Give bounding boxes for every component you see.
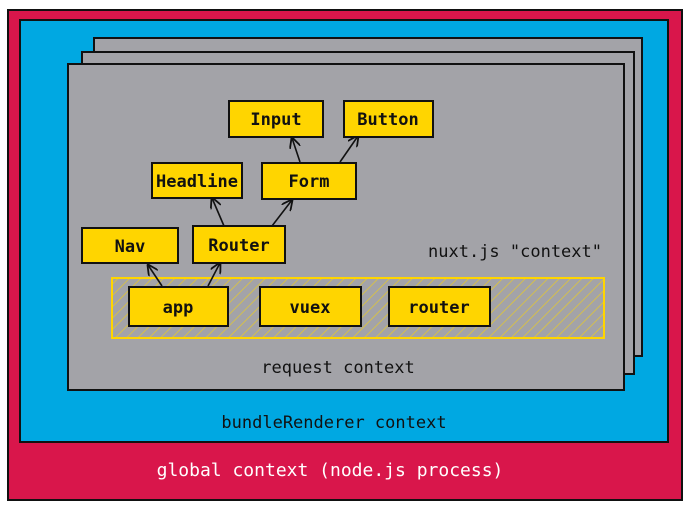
arrow-form-to-button — [339, 136, 358, 163]
node-button: Button — [343, 100, 434, 138]
arrow-router-to-headline — [212, 198, 225, 227]
node-form-label: Form — [289, 172, 330, 192]
node-headline-label: Headline — [156, 172, 238, 192]
arrow-router-to-form — [271, 200, 292, 227]
arrow-app-to-router — [207, 263, 220, 287]
arrow-form-to-input — [292, 138, 301, 163]
node-nav-label: Nav — [115, 237, 146, 257]
bundle-renderer-context-label: bundleRenderer context — [221, 413, 446, 433]
node-form: Form — [261, 162, 357, 200]
connection-arrows — [148, 136, 358, 287]
request-context-label: request context — [261, 358, 415, 378]
node-app: app — [128, 286, 229, 327]
node-vuex: vuex — [259, 286, 362, 327]
node-input-label: Input — [250, 110, 301, 130]
nuxt-context-label: nuxt.js "context" — [428, 242, 602, 262]
node-router-store: router — [388, 286, 491, 327]
node-button-label: Button — [357, 110, 418, 130]
arrow-app-to-nav — [148, 265, 163, 287]
node-router-store-label: router — [408, 298, 469, 318]
node-vuex-label: vuex — [290, 298, 331, 318]
node-input: Input — [228, 100, 324, 138]
node-router-label: Router — [208, 236, 269, 256]
node-app-label: app — [163, 298, 194, 318]
node-nav: Nav — [81, 227, 179, 264]
node-headline: Headline — [151, 162, 243, 199]
global-context-label: global context (node.js process) — [157, 460, 504, 481]
node-router: Router — [192, 225, 286, 264]
